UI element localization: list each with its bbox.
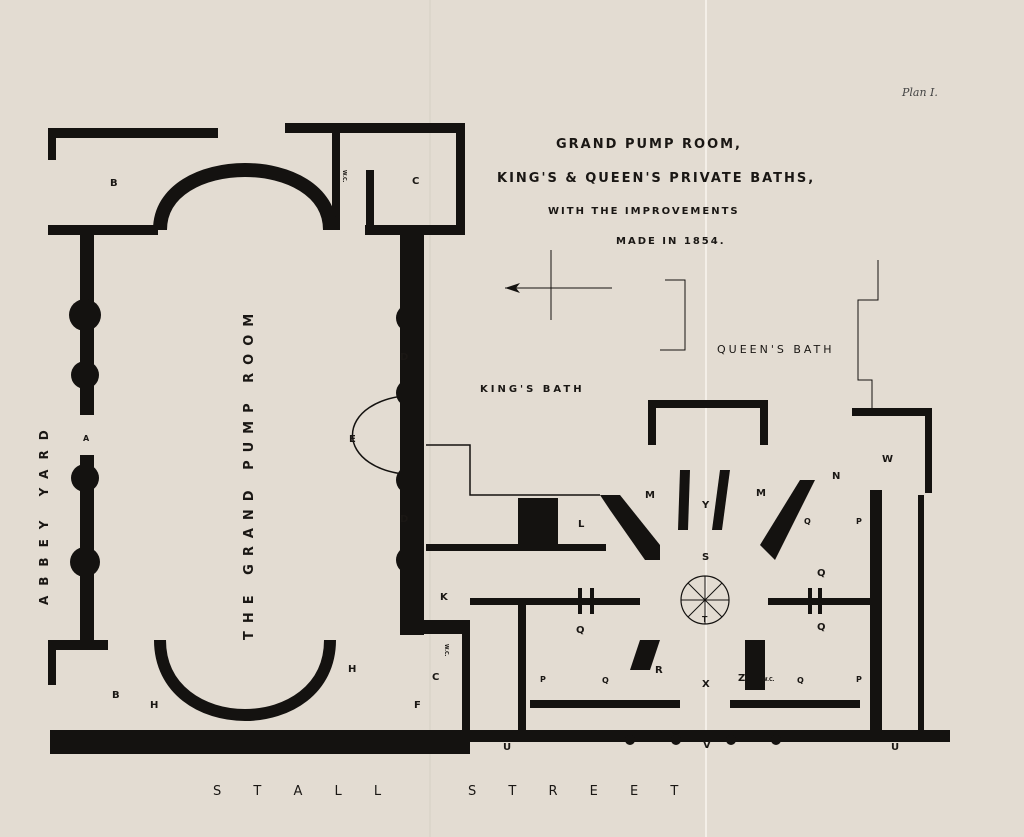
room-label: M (756, 488, 766, 499)
room-label: D (400, 352, 408, 363)
room-label: W.C. (341, 170, 347, 183)
baths-walls (426, 260, 950, 745)
room-label: Y (701, 500, 710, 511)
room-label: V (703, 740, 711, 751)
grand-pump-room-label: THE GRAND PUMP ROOM (242, 306, 257, 640)
room-label: F (414, 700, 421, 711)
room-label: S (702, 552, 709, 563)
room-label: A (83, 434, 90, 443)
room-label: K (440, 592, 449, 603)
room-label: L (578, 519, 585, 530)
title-line-4: MADE IN 1854. (616, 236, 726, 247)
room-label: W.C. (443, 644, 449, 657)
room-label: T (702, 615, 708, 624)
stall-street-label-1: S T A L L (213, 784, 395, 799)
room-label: B (110, 178, 118, 189)
grand-pump-room-walls (48, 123, 470, 754)
room-label: Q (576, 625, 585, 636)
room-label: C (432, 672, 439, 683)
room-label: Q (817, 622, 826, 633)
room-label: N (832, 471, 840, 482)
room-label: Q (817, 568, 826, 579)
room-label: D (400, 514, 408, 525)
room-label: M (645, 490, 655, 501)
room-label: B (112, 690, 120, 701)
room-label: U (891, 742, 899, 753)
spiral-staircase-icon (680, 575, 730, 625)
room-label: P (540, 675, 546, 684)
room-label: Q (804, 517, 811, 526)
room-label: W (882, 454, 893, 465)
room-label: U (503, 742, 511, 753)
room-label: W.C. (762, 677, 775, 683)
room-label: Q (602, 676, 609, 685)
queens-bath-label: QUEEN'S BATH (717, 343, 835, 356)
title-line-3: WITH THE IMPROVEMENTS (548, 206, 740, 217)
north-arrow-icon (505, 250, 612, 320)
room-label: Z (738, 673, 745, 684)
room-label: H (150, 700, 158, 711)
room-label: R (655, 665, 663, 676)
title-line-1: GRAND PUMP ROOM, (556, 137, 742, 152)
room-label: X (702, 679, 710, 690)
room-label: C (412, 176, 419, 187)
room-label: E (349, 434, 356, 445)
room-letters: B B C C D D E A H H F K L M M Y S T N W … (83, 170, 899, 753)
room-label: H (348, 664, 356, 675)
title-line-2: KING'S & QUEEN'S PRIVATE BATHS, (497, 171, 815, 186)
room-label: Q (797, 676, 804, 685)
kings-bath-label: KING'S BATH (480, 384, 585, 395)
room-label: P (856, 675, 862, 684)
stall-street-label-2: S T R E E T (468, 784, 692, 799)
room-label: P (856, 517, 862, 526)
abbey-yard-label: ABBEY YARD (37, 420, 51, 605)
plate-label: Plan I. (901, 86, 938, 99)
